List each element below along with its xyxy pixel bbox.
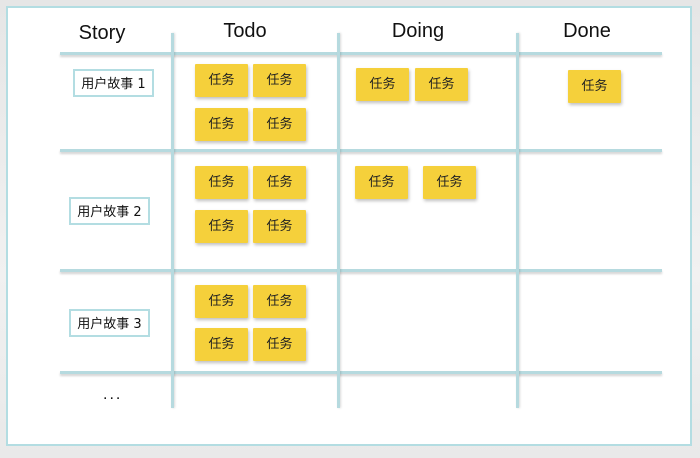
story-card-1[interactable]: 用户故事 1 bbox=[73, 69, 154, 97]
task-card[interactable]: 任务 bbox=[195, 166, 248, 199]
task-card[interactable]: 任务 bbox=[355, 166, 408, 199]
task-card[interactable]: 任务 bbox=[195, 210, 248, 243]
story-card-3[interactable]: 用户故事 3 bbox=[69, 309, 150, 337]
grid-line-row-3 bbox=[60, 371, 662, 374]
grid-line-row-2 bbox=[60, 269, 662, 272]
task-card[interactable]: 任务 bbox=[195, 328, 248, 361]
grid-line-row-1 bbox=[60, 149, 662, 152]
task-card[interactable]: 任务 bbox=[253, 166, 306, 199]
task-card[interactable]: 任务 bbox=[253, 108, 306, 141]
column-header-done: Done bbox=[563, 20, 611, 42]
task-card[interactable]: 任务 bbox=[253, 64, 306, 97]
task-card[interactable]: 任务 bbox=[253, 210, 306, 243]
column-header-story: Story bbox=[78, 22, 126, 44]
story-card-2[interactable]: 用户故事 2 bbox=[69, 197, 150, 225]
task-card[interactable]: 任务 bbox=[356, 68, 409, 101]
grid-line-col-1 bbox=[171, 33, 174, 408]
task-card[interactable]: 任务 bbox=[195, 108, 248, 141]
grid-line-col-3 bbox=[516, 33, 519, 408]
column-header-todo: Todo bbox=[223, 20, 267, 42]
task-card[interactable]: 任务 bbox=[568, 70, 621, 103]
task-card[interactable]: 任务 bbox=[253, 285, 306, 318]
task-card[interactable]: 任务 bbox=[253, 328, 306, 361]
task-card[interactable]: 任务 bbox=[195, 285, 248, 318]
grid-line-header bbox=[60, 52, 662, 55]
more-stories-ellipsis: ... bbox=[103, 386, 123, 403]
column-header-doing: Doing bbox=[391, 20, 445, 42]
task-card[interactable]: 任务 bbox=[415, 68, 468, 101]
task-card[interactable]: 任务 bbox=[195, 64, 248, 97]
grid-line-col-2 bbox=[337, 33, 340, 408]
task-card[interactable]: 任务 bbox=[423, 166, 476, 199]
